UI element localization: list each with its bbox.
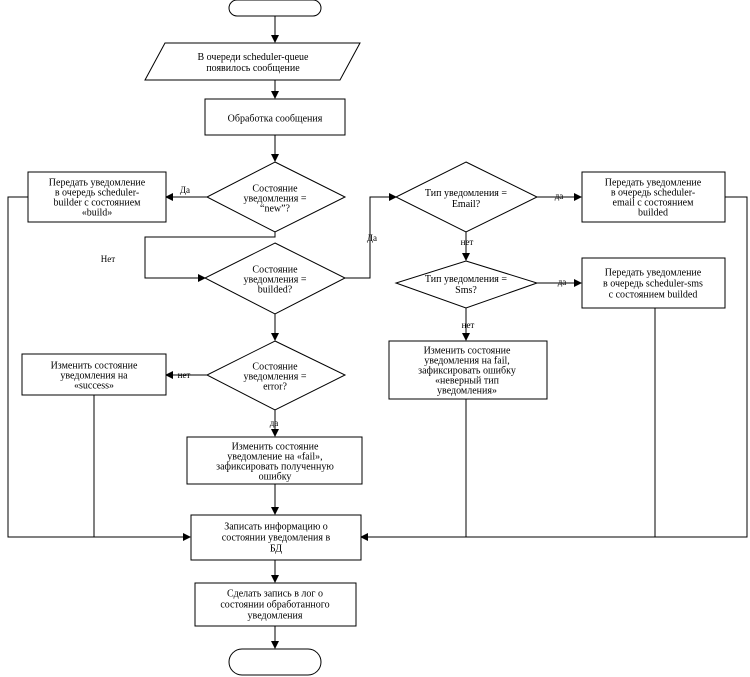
node-text-line: появилось сообщение xyxy=(206,63,300,74)
node-text-line: builded? xyxy=(258,285,293,296)
node-text-line: зафиксировать ошибку xyxy=(418,366,516,377)
node-text-line: “new”? xyxy=(260,204,291,215)
sms-queue-node xyxy=(581,257,726,309)
edge-label-yes-error: да xyxy=(270,418,279,428)
node-text-line: «неверный тип xyxy=(435,376,500,387)
end-terminal xyxy=(228,648,322,676)
decision-new-node xyxy=(205,161,347,233)
decision-error-node xyxy=(205,340,347,411)
node-text-line: builder с состоянием xyxy=(53,198,141,209)
decision-email-text: Тип уведомления =Email? xyxy=(425,188,507,210)
input-message-node xyxy=(144,42,361,81)
node-text-line: Изменить состояние xyxy=(232,442,319,453)
edge-label-yes-email: да xyxy=(555,191,564,201)
node-text-line: Тип уведомления = xyxy=(425,274,507,285)
node-text-line: Сделать запись в лог о xyxy=(227,589,323,600)
edge-label-no-builded: Нет xyxy=(101,254,115,264)
process-message-node xyxy=(204,98,346,136)
node-text-line: уведомления = xyxy=(243,372,306,383)
node-text-line: Тип уведомления = xyxy=(425,188,507,199)
write-db-node xyxy=(190,514,362,561)
node-text-line: уведомления = xyxy=(243,275,306,286)
node-text-line: состоянии уведомления в xyxy=(222,533,331,544)
decision-sms-text: Тип уведомления =Sms? xyxy=(425,274,507,296)
node-text-line: уведомления на xyxy=(60,371,128,382)
builder-queue-node xyxy=(27,171,167,223)
node-text-line: «build» xyxy=(82,208,113,219)
process-message-text: Обработка сообщения xyxy=(228,114,323,125)
edge-label-yes-builded: Да xyxy=(367,233,377,243)
node-text-line: Изменить состояние xyxy=(424,346,511,357)
connectors xyxy=(7,16,748,649)
node-text-line: ошибку xyxy=(259,472,292,483)
node-text-line: БД xyxy=(270,544,282,555)
node-text-line: builded xyxy=(638,208,668,219)
edge-label-no-sms: нет xyxy=(462,320,475,330)
node-text-line: Sms? xyxy=(455,285,477,296)
node-text-line: Email? xyxy=(452,199,481,210)
decision-email-node xyxy=(394,161,539,233)
edge-label-yes-sms: да xyxy=(558,277,567,287)
edge-label-no-error: нет xyxy=(178,370,191,380)
set-success-node xyxy=(21,353,167,396)
node-text-line: уведомления на fail, xyxy=(424,356,510,367)
node-text-line: Обработка сообщения xyxy=(228,114,323,125)
node-text-line: «success» xyxy=(74,381,114,392)
node-text-line: В очереди scheduler-queue xyxy=(198,52,310,63)
email-queue-node xyxy=(581,171,726,223)
node-text-line: Состояние xyxy=(252,362,298,373)
node-text-line: в очередь scheduler- xyxy=(611,188,695,199)
node-text-line: уведомления xyxy=(248,611,303,622)
node-text-line: Передать уведомление xyxy=(49,178,146,189)
node-text-line: в очередь scheduler-sms xyxy=(603,279,703,290)
edge-label-no-email: нет xyxy=(461,237,474,247)
node-text-line: email с состоянием xyxy=(613,198,695,209)
node-text-line: с состоянием builded xyxy=(609,290,698,301)
node-text-line: Изменить состояние xyxy=(51,361,138,372)
node-text-line: в очередь scheduler- xyxy=(55,188,139,199)
decision-sms-node xyxy=(394,260,539,309)
set-fail-error-node xyxy=(186,436,363,485)
node-text-line: уведомление на «fail», xyxy=(227,452,322,463)
set-fail-type-node xyxy=(388,340,548,400)
node-text-line: Записать информацию о xyxy=(224,522,328,533)
node-text-line: Передать уведомление xyxy=(605,268,702,279)
node-text-line: уведомления = xyxy=(243,194,306,205)
node-text-line: уведомления» xyxy=(437,386,497,397)
edge-label-yes-new: Да xyxy=(180,185,190,195)
node-text-line: Состояние xyxy=(252,265,298,276)
decision-builded-node xyxy=(203,242,347,315)
node-text-line: Передать уведомление xyxy=(605,178,702,189)
node-text-line: состоянии обработанного xyxy=(220,600,329,611)
node-text-line: Состояние xyxy=(252,184,298,195)
node-text-line: зафиксировать полученную xyxy=(216,462,334,473)
node-text-line: error? xyxy=(263,382,287,393)
write-log-node xyxy=(194,582,357,627)
start-terminal xyxy=(228,0,322,17)
